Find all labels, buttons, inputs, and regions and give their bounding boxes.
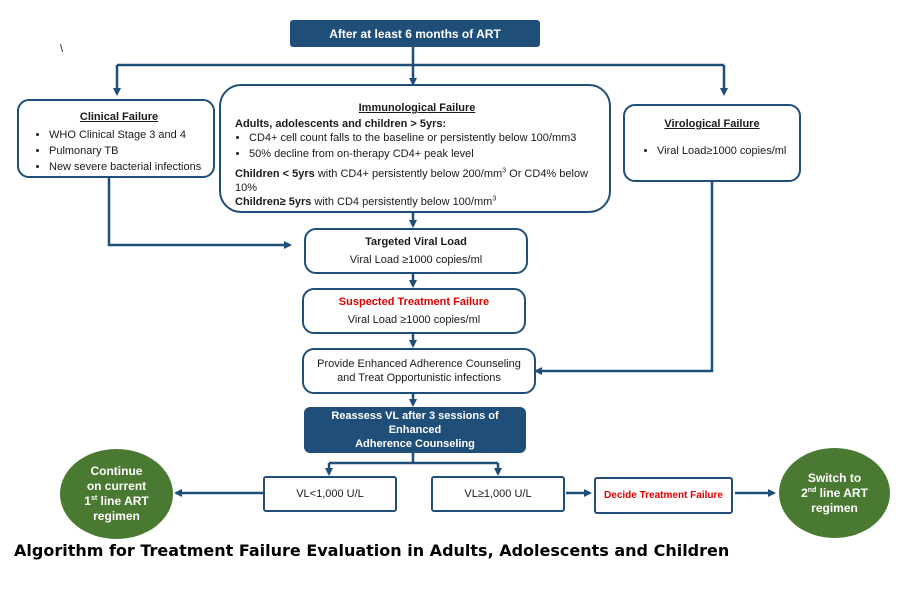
enhanced-line1: Provide Enhanced Adherence Counseling <box>317 358 521 370</box>
children-lt5-label: Children < 5yrs <box>235 168 315 180</box>
ordinal-number: 2 <box>801 485 808 500</box>
targeted-viral-load-box: Targeted Viral Load Viral Load ≥1000 cop… <box>304 228 528 274</box>
vl-high-label: VL≥1,000 U/L <box>464 488 532 500</box>
ordinal-number: 1 <box>84 494 91 508</box>
virological-list: Viral Load≥1000 copies/ml <box>633 144 791 158</box>
continue-line4: regimen <box>93 509 140 523</box>
top-box-label: After at least 6 months of ART <box>329 26 501 41</box>
suspected-title: Suspected Treatment Failure <box>338 296 490 308</box>
immuno-list: CD4+ cell count falls to the baseline or… <box>235 131 599 161</box>
children-ge5-text: with CD4 persistently below 100/mm <box>311 196 493 208</box>
clinical-item: WHO Clinical Stage 3 and 4 <box>49 128 205 142</box>
top-box: After at least 6 months of ART <box>290 20 540 47</box>
clinical-failure-title: Clinical Failure <box>79 111 159 123</box>
switch-text: Switch to 2nd line ART regimen <box>801 471 868 516</box>
figure-caption: Algorithm for Treatment Failure Evaluati… <box>14 541 730 560</box>
immuno-subhead: Adults, adolescents and children > 5yrs: <box>235 118 447 130</box>
ordinal-suffix: st <box>90 495 98 502</box>
children-lt5-tail: Or CD4% below 10% <box>235 168 589 194</box>
reassess-line1: Reassess VL after 3 sessions of Enhanced <box>331 410 499 436</box>
arrow-virological-to-enhanced <box>534 182 714 375</box>
immunological-failure-title: Immunological Failure <box>358 102 476 114</box>
suspected-text: Viral Load ≥1000 copies/ml <box>347 314 481 326</box>
virological-failure-title: Virological Failure <box>664 118 760 130</box>
continue-line1: Continue <box>90 464 143 478</box>
virological-item: Viral Load≥1000 copies/ml <box>657 144 791 158</box>
continue-line3-text: line ART <box>97 494 149 508</box>
immuno-children-ge5: Children≥ 5yrs with CD4 persistently bel… <box>235 195 599 209</box>
continue-line3: 1st line ART <box>84 494 148 509</box>
clinical-item: New severe bacterial infections <box>49 160 205 174</box>
continue-regimen-circle: Continue on current 1st line ART regimen <box>60 449 173 539</box>
virological-failure-box: Virological Failure Viral Load≥1000 copi… <box>623 104 801 182</box>
immuno-item: CD4+ cell count falls to the baseline or… <box>249 131 599 145</box>
switch-line2-text: line ART <box>816 485 868 500</box>
switch-regimen-circle: Switch to 2nd line ART regimen <box>779 448 890 538</box>
enhanced-line2: and Treat Opportunistic infections <box>337 372 501 384</box>
switch-line1: Switch to <box>807 470 862 485</box>
switch-line3: regimen <box>811 500 858 515</box>
immuno-children-lt5: Children < 5yrs with CD4+ persistently b… <box>235 167 599 195</box>
targeted-text: Viral Load ≥1000 copies/ml <box>349 254 483 266</box>
switch-line2: 2nd line ART <box>801 486 868 501</box>
decide-label: Decide Treatment Failure <box>604 490 723 501</box>
enhanced-adherence-box: Provide Enhanced Adherence Counseling an… <box>302 348 536 394</box>
clinical-failure-list: WHO Clinical Stage 3 and 4 Pulmonary TB … <box>33 128 205 174</box>
decide-failure-box: Decide Treatment Failure <box>594 477 733 514</box>
vl-low-label: VL<1,000 U/L <box>296 488 364 500</box>
suspected-failure-box: Suspected Treatment Failure Viral Load ≥… <box>302 288 526 334</box>
children-ge5-label: Children≥ 5yrs <box>235 196 312 208</box>
vl-low-box: VL<1,000 U/L <box>263 476 397 512</box>
continue-text: Continue on current 1st line ART regimen <box>84 464 148 524</box>
ordinal-suffix: nd <box>807 486 817 494</box>
clinical-item: Pulmonary TB <box>49 144 205 158</box>
superscript: 3 <box>502 167 507 175</box>
arrow-clinical-to-targeted <box>107 178 292 249</box>
reassess-line2: Adherence Counseling <box>355 438 475 450</box>
continue-line2: on current <box>86 479 147 493</box>
reassess-vl-box: Reassess VL after 3 sessions of Enhanced… <box>304 407 526 453</box>
vl-high-box: VL≥1,000 U/L <box>431 476 565 512</box>
immunological-failure-box: Immunological Failure Adults, adolescent… <box>219 84 611 213</box>
targeted-title: Targeted Viral Load <box>365 236 467 248</box>
clinical-failure-box: Clinical Failure WHO Clinical Stage 3 an… <box>17 99 215 178</box>
children-lt5-text: with CD4+ persistently below 200/mm <box>314 168 503 180</box>
superscript: 3 <box>492 195 497 203</box>
stray-mark: \ <box>60 43 64 55</box>
immuno-item: 50% decline from on-therapy CD4+ peak le… <box>249 147 599 161</box>
